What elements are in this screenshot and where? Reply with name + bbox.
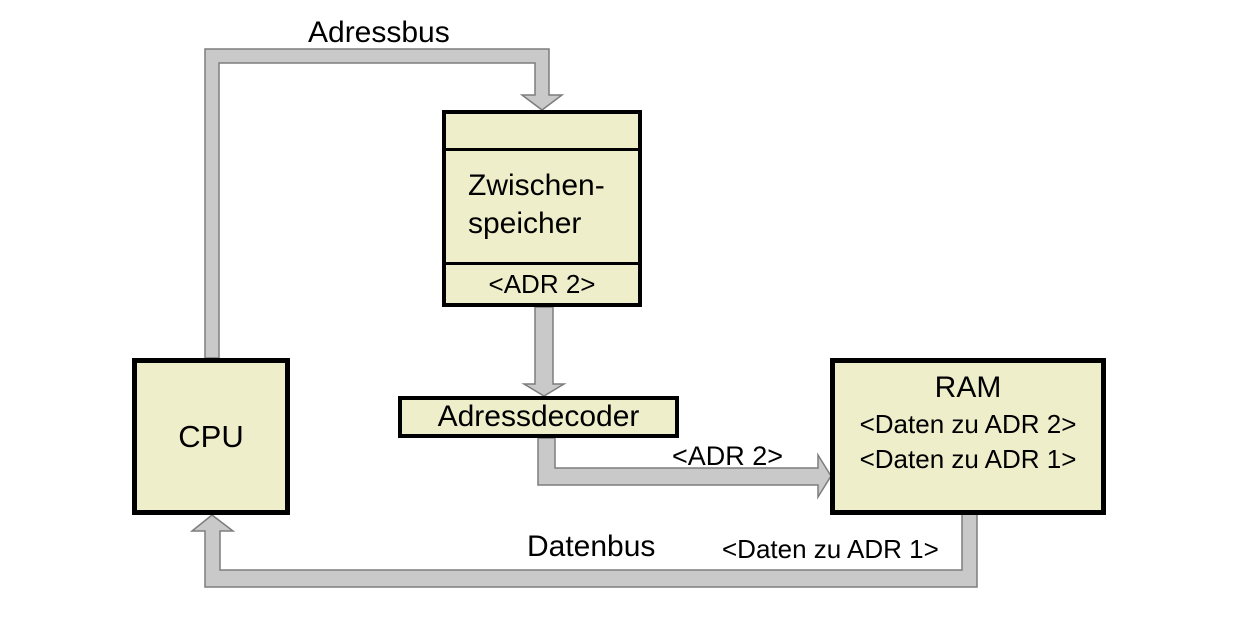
buffer-label-line2: speicher	[468, 207, 582, 240]
adr2-line-label: <ADR 2>	[672, 441, 784, 471]
buffer-slot: <ADR 2>	[446, 262, 638, 303]
buffer-label-line1: Zwischen-	[468, 169, 605, 202]
decoder-to-ram-arrow	[537, 437, 832, 500]
decoder-box: Adressdecoder	[398, 396, 679, 438]
cpu-box: CPU	[132, 358, 290, 515]
ram-box: RAM <Daten zu ADR 2> <Daten zu ADR 1>	[830, 358, 1106, 515]
buffer-box: Zwischen- speicher <ADR 2>	[442, 110, 642, 307]
cpu-label: CPU	[178, 418, 244, 454]
buffer-label: Zwischen- speicher	[446, 151, 638, 262]
address-bus-arrow	[204, 48, 565, 359]
buffer-slot-value: <ADR 2>	[488, 268, 596, 299]
data-bus-annotation: <Daten zu ADR 1>	[722, 534, 939, 564]
buffer-to-decoder-arrow	[521, 306, 567, 397]
ram-row-adr2: <Daten zu ADR 2>	[859, 409, 1077, 439]
buffer-top-section	[446, 114, 638, 151]
decoder-label: Adressdecoder	[437, 400, 640, 433]
data-bus-arrow	[189, 512, 978, 588]
ram-row-adr1: <Daten zu ADR 1>	[859, 444, 1077, 474]
ram-label: RAM	[934, 371, 1002, 404]
address-bus-label: Adressbus	[308, 16, 450, 49]
data-bus-label: Datenbus	[527, 530, 656, 563]
